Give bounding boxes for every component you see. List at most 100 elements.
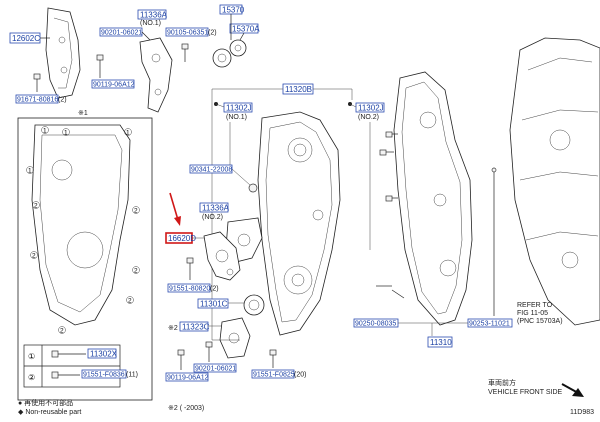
callout-11336A-no1[interactable]: 11336A (NO.1): [137, 9, 168, 27]
svg-text:(PNC 15703A): (PNC 15703A): [517, 318, 563, 325]
svg-text:※2 ( -2003): ※2 ( -2003): [168, 405, 204, 412]
svg-text:90201-06021: 90201-06021: [101, 30, 142, 37]
plug-90341-22008[interactable]: [248, 183, 258, 193]
callout-90341-22008[interactable]: 90341-22008: [189, 164, 233, 174]
svg-text:1: 1: [43, 128, 47, 135]
red-pointer-arrow: [169, 192, 181, 226]
timing-cover-upper-part[interactable]: [45, 7, 81, 99]
bolt-91551-F0825[interactable]: [269, 349, 277, 368]
svg-text:※2: ※2: [168, 325, 178, 332]
svg-text:◆ Non-reusable part: ◆ Non-reusable part: [18, 409, 81, 416]
svg-text:15370A: 15370A: [232, 25, 260, 34]
svg-text:1: 1: [64, 130, 68, 137]
svg-text:12602C: 12602C: [12, 34, 40, 43]
svg-text:11323C: 11323C: [182, 323, 210, 332]
svg-text:90250-08035: 90250-08035: [355, 321, 396, 328]
callout-90250-08035[interactable]: 90250-08035: [353, 318, 399, 328]
callout-11310[interactable]: 11310: [427, 336, 453, 348]
svg-text:(20): (20): [294, 372, 306, 379]
bolt-91671-80816[interactable]: [33, 73, 41, 92]
callout-91551-F0836[interactable]: 91551-F0836 (11): [81, 369, 138, 379]
svg-text:1: 1: [126, 130, 130, 137]
callout-15370A[interactable]: 15370A: [229, 23, 260, 34]
timing-chain-cover-11320B[interactable]: [257, 111, 341, 336]
svg-text:11336A: 11336A: [140, 11, 168, 20]
tensioner-16620D[interactable]: [203, 231, 241, 281]
callout-90119-06A12-top[interactable]: 90119-06A12: [91, 79, 135, 89]
bolt-91551-80820[interactable]: [186, 257, 194, 280]
callout-11323C[interactable]: ※2 11323C: [168, 321, 210, 332]
svg-text:(NO.1): (NO.1): [140, 20, 161, 27]
callout-11320B[interactable]: 11320B: [282, 83, 314, 95]
svg-text:90201-06021: 90201-06021: [195, 366, 236, 373]
callout-11302X[interactable]: 11302X: [87, 348, 118, 359]
svg-text:VEHICLE FRONT SIDE: VEHICLE FRONT SIDE: [488, 389, 562, 396]
svg-text:(11): (11): [126, 372, 138, 379]
bolt-90119-06A12-top[interactable]: [96, 54, 104, 78]
svg-text:2: 2: [128, 298, 132, 305]
callout-90201-06021-top[interactable]: 90201-06021: [99, 27, 143, 37]
svg-text:(2): (2): [208, 30, 217, 37]
timing-chain-case-11310[interactable]: [393, 71, 473, 326]
svg-text:16620D: 16620D: [168, 234, 196, 243]
callout-91671-80816[interactable]: 91671-80816 (2): [15, 94, 67, 104]
svg-text:②: ②: [28, 373, 35, 382]
svg-text:2: 2: [134, 208, 138, 215]
svg-text:1: 1: [28, 168, 32, 175]
svg-text:91551-F0836: 91551-F0836: [83, 372, 125, 379]
callout-11336A-no2[interactable]: 11336A (NO.2): [199, 202, 230, 221]
svg-text:90253-11021: 90253-11021: [469, 321, 510, 328]
svg-text:11336A: 11336A: [202, 204, 230, 213]
gasket-markers: 1 1 1 1 2 2 2 2 2 2: [26, 126, 140, 335]
callout-15370[interactable]: 15370: [219, 4, 245, 15]
svg-text:90119-06A12: 90119-06A12: [167, 375, 209, 382]
callout-91551-80820[interactable]: 91551-80820 (2): [167, 283, 219, 293]
svg-text:(NO.2): (NO.2): [202, 214, 223, 221]
oil-seal-11301C[interactable]: [243, 294, 265, 316]
legend: ● 再使用不可部品 ◆ Non-reusable part ※2 ( -2003…: [18, 398, 204, 416]
callout-11301C[interactable]: 11301C: [197, 298, 229, 309]
bolt-90119-06A12-bot[interactable]: [177, 349, 185, 370]
svg-text:11302J: 11302J: [226, 104, 252, 113]
callout-90253-11021[interactable]: 90253-11021: [467, 318, 513, 328]
bracket-11336A-no1[interactable]: [139, 37, 173, 113]
svg-text:FIG 11-05: FIG 11-05: [517, 310, 548, 317]
cover-11323C[interactable]: [219, 317, 251, 359]
svg-text:(NO.1): (NO.1): [226, 114, 247, 121]
svg-text:91551-F0825: 91551-F0825: [253, 372, 295, 379]
callout-11302J-no2[interactable]: 11302J (NO.2): [355, 102, 385, 121]
svg-text:2: 2: [34, 203, 38, 210]
bolt-90201-06021-bot[interactable]: [205, 341, 213, 362]
front-arrow-icon: [572, 388, 584, 397]
callout-11302J-no1[interactable]: 11302J (NO.1): [223, 102, 253, 121]
svg-text:車両前方: 車両前方: [488, 378, 516, 387]
engine-block-outline: [509, 37, 600, 326]
svg-text:(2): (2): [210, 286, 219, 293]
svg-text:※1: ※1: [78, 110, 88, 117]
idler-pulley-15370[interactable]: [212, 39, 247, 68]
svg-text:2: 2: [60, 328, 64, 335]
callout-12602C[interactable]: 12602C: [9, 32, 41, 44]
svg-text:REFER TO: REFER TO: [517, 302, 553, 309]
timing-cover-gasket[interactable]: [31, 124, 131, 326]
callout-90119-06A12-bot[interactable]: 90119-06A12: [165, 372, 209, 382]
refer-note: REFER TO FIG 11-05 (PNC 15703A): [517, 302, 563, 325]
svg-text:2: 2: [134, 268, 138, 275]
svg-text:①: ①: [28, 352, 35, 361]
svg-text:● 再使用不可部品: ● 再使用不可部品: [18, 398, 73, 407]
svg-text:(2): (2): [58, 97, 67, 104]
svg-text:90105-06351: 90105-06351: [167, 30, 208, 37]
svg-text:(NO.2): (NO.2): [358, 114, 379, 121]
callout-16620D-highlighted[interactable]: 16620D: [165, 232, 196, 244]
svg-text:11302X: 11302X: [90, 350, 118, 359]
svg-text:11310: 11310: [430, 338, 452, 347]
cover-bolts-right: [376, 131, 497, 316]
bolt-90105-06351[interactable]: [181, 43, 189, 62]
svg-text:91551-80820: 91551-80820: [169, 286, 210, 293]
callout-90201-06021-bot[interactable]: 90201-06021: [193, 363, 237, 373]
callout-91551-F0825[interactable]: 91551-F0825 (20): [251, 369, 306, 379]
svg-text:11320B: 11320B: [285, 85, 312, 94]
callout-90105-06351[interactable]: 90105-06351 (2): [165, 27, 217, 37]
svg-text:11302J: 11302J: [358, 104, 384, 113]
